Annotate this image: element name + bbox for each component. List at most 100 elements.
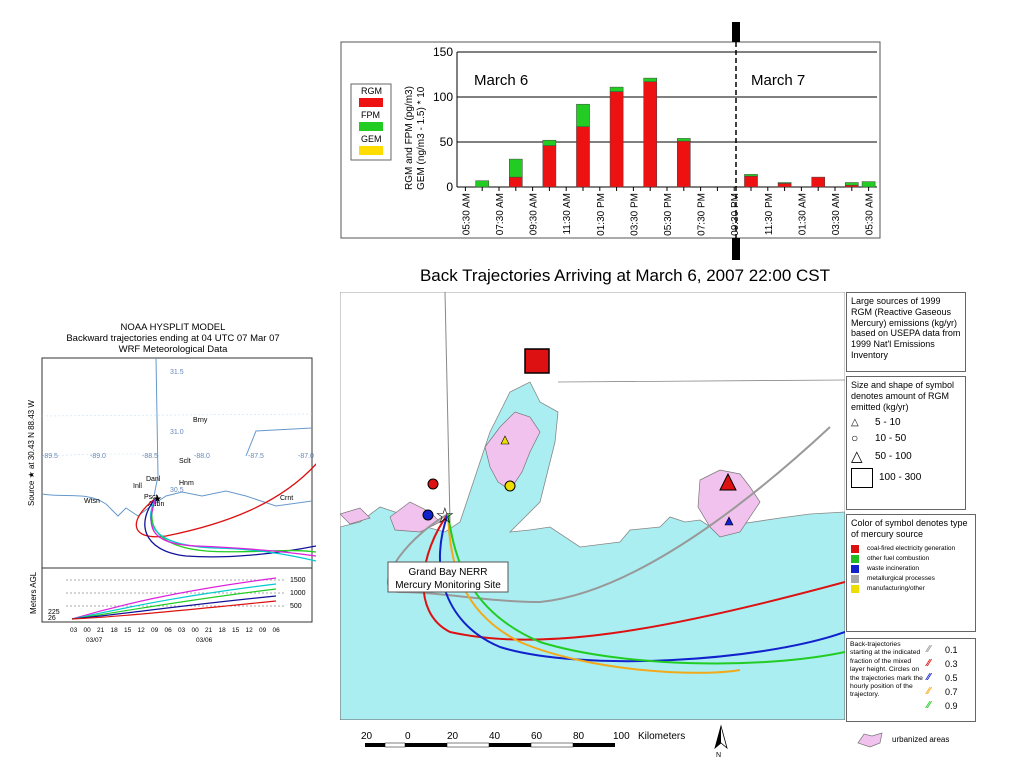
scale-label-0: 20: [361, 731, 373, 742]
hysplit-header: NOAA HYSPLIT MODEL Backward trajectories…: [30, 322, 316, 355]
color-swatch-fuel: [851, 554, 859, 563]
y-label-2: GEM (ng/m3 - 1.5) * 10: [416, 86, 427, 190]
hysplit-source-label: Source ★ at 30.43 N 88.43 W: [27, 400, 36, 506]
bar-fpm-24: [861, 181, 876, 188]
size-circle-icon: ○: [851, 431, 859, 446]
bar-fpm-17: [744, 174, 758, 177]
traj-legend-label: 0.7: [945, 686, 958, 697]
bar-rgm-17: [744, 175, 758, 188]
time-tick-2: 21: [97, 627, 105, 634]
height-left-26: 26: [48, 615, 56, 622]
annotation-march-7: March 7: [751, 72, 805, 89]
bar-rgm-11: [643, 81, 658, 188]
height-tick-500: 500: [290, 603, 302, 610]
lon-label-1: -89.0: [90, 453, 106, 460]
hysplit-height-label: Meters AGL: [29, 571, 38, 614]
x-tick-6: 11:30 AM: [562, 193, 573, 235]
traj-legend-label: 0.9: [945, 700, 958, 711]
traj-legend-line-icon: ∕∕: [927, 686, 931, 697]
size-triangle-small-icon: △: [851, 417, 859, 429]
scale-label-1: 0: [405, 731, 411, 742]
lat-label-2: 30.5: [170, 487, 184, 494]
place-label-1: Sclt: [179, 458, 191, 465]
bar-rgm-7: [576, 126, 590, 188]
place-label-2: Danl: [146, 476, 161, 483]
bar-fpm-9: [609, 86, 624, 92]
hysplit-traj-green: [151, 497, 316, 553]
x-tick-8: 01:30 PM: [596, 193, 607, 236]
time-tick-8: 03: [178, 627, 186, 634]
color-item-fuel: other fuel combustion: [867, 554, 930, 562]
place-label-8: Aubn: [148, 501, 164, 508]
time-tick-3: 18: [111, 627, 119, 634]
height-tick-1000: 1000: [290, 590, 306, 597]
state-line: [444, 292, 451, 523]
mercury-bar-chart: RGM and FPM (pg/m3)GEM (ng/m3 - 1.5) * 1…: [340, 22, 881, 260]
place-label-4: Inll: [133, 483, 142, 490]
legend-rgm-swatch: [359, 98, 383, 107]
y-tick-50: 50: [440, 135, 454, 149]
x-tick-14: 07:30 PM: [697, 193, 708, 236]
bar-fpm-3: [508, 158, 523, 178]
source-waste-circle: [422, 509, 434, 521]
size-item-4: 100 - 300: [879, 471, 922, 483]
x-tick-4: 09:30 AM: [529, 193, 540, 235]
legend-fpm-swatch: [359, 122, 383, 131]
bar-rgm-5: [542, 145, 557, 188]
hysplit-graticule: [41, 413, 313, 457]
time-tick-0: 03: [70, 627, 78, 634]
urban-area-gulfport: [389, 501, 441, 533]
traj-legend-label: 0.1: [945, 644, 958, 655]
bar-fpm-1: [475, 180, 490, 188]
time-tick-5: 12: [138, 627, 146, 634]
traj-legend-row-3: ∕∕ 0.7: [927, 685, 958, 699]
annotation-march-6: March 6: [474, 72, 528, 89]
legend-color: Color of symbol denotes type of mercury …: [846, 514, 976, 632]
x-tick-0: 05:30 AM: [461, 193, 472, 235]
scale-label-3: 40: [489, 731, 501, 742]
traj-legend-line-icon: ∕∕: [927, 700, 931, 711]
legend-gem-swatch: [359, 146, 383, 155]
bar-rgm-21: [811, 176, 826, 188]
scale-label-2: 20: [447, 731, 459, 742]
color-item-metal: metallurgical processes: [867, 574, 935, 582]
color-item-coal: coal-fired electricity generation: [867, 544, 956, 552]
y-tick-150: 150: [433, 45, 453, 59]
date-label-0306: 03/06: [196, 637, 213, 644]
bar-fpm-23: [844, 182, 859, 186]
place-label-3: Hnm: [179, 480, 194, 487]
size-item-1: 5 - 10: [875, 417, 901, 429]
map-title: Back Trajectories Arriving at March 6, 2…: [419, 266, 831, 285]
source-coal-large: [524, 348, 550, 374]
scale-unit: Kilometers: [638, 731, 686, 742]
monitoring-site-star: ☆: [435, 503, 455, 528]
hysplit-state-line-2: [245, 427, 313, 457]
bar-fpm-19: [777, 182, 792, 184]
x-tick-2: 07:30 AM: [495, 193, 506, 235]
place-label-5: Psct: [144, 494, 158, 501]
bar-rgm-13: [676, 140, 691, 188]
traj-legend-line-icon: ∕∕: [927, 658, 931, 669]
hysplit-subtitle: Backward trajectories ending at 04 UTC 0…: [66, 333, 280, 344]
size-item-3: 50 - 100: [875, 450, 912, 462]
y-tick-100: 100: [433, 90, 453, 104]
source-waste-triangle: [724, 516, 734, 526]
y-tick-0: 0: [446, 180, 453, 194]
hysplit-met-data: WRF Meteorological Data: [118, 344, 228, 355]
legend-sources: Large sources of 1999 RGM (Reactive Gase…: [846, 292, 966, 372]
source-coal-triangle: [719, 472, 737, 491]
size-square-icon: [851, 467, 873, 488]
time-tick-9: 00: [192, 627, 200, 634]
site-label-line1: Grand Bay NERR: [409, 567, 488, 578]
size-triangle-large-icon: △: [851, 447, 863, 465]
place-label-7: Crnt: [280, 495, 293, 502]
bar-rgm-23: [844, 184, 859, 188]
lat-label-0: 31.5: [170, 369, 184, 376]
traj-legend-row-4: ∕∕ 0.9: [927, 699, 958, 713]
color-swatch-coal: [851, 544, 859, 553]
bar-legend: RGM FPM GEM: [350, 83, 392, 161]
bar-rgm-19: [777, 183, 792, 188]
legend-size: Size and shape of symbol denotes amount …: [846, 376, 966, 510]
hysplit-title: NOAA HYSPLIT MODEL: [120, 322, 226, 333]
